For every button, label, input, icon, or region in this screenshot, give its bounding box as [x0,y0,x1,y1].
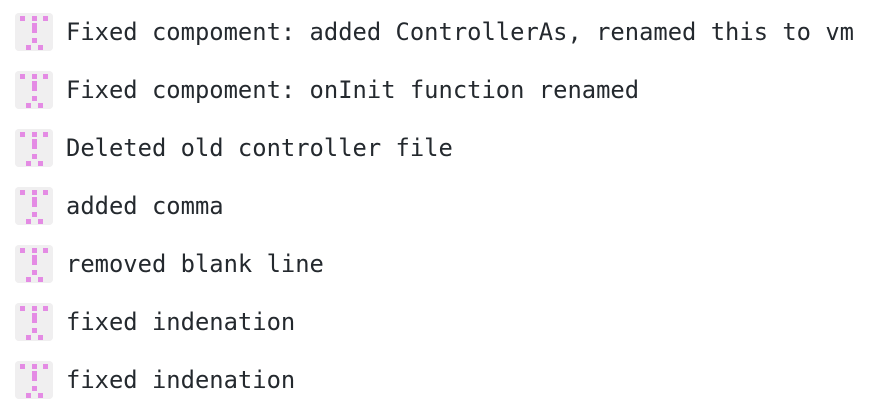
identicon-avatar[interactable] [15,187,53,225]
identicon-icon [15,13,53,51]
commit-row: Fixed compoment: onInit function renamed [0,58,886,116]
commit-message[interactable]: added comma [66,192,224,220]
commit-row: Deleted old controller file [0,116,886,174]
identicon-avatar[interactable] [15,361,53,399]
identicon-icon [15,187,53,225]
commit-row: fixed indenation [0,348,886,406]
identicon-avatar[interactable] [15,71,53,109]
identicon-icon [15,129,53,167]
commit-row: removed blank line [0,232,886,290]
commit-message[interactable]: Fixed compoment: added ControllerAs, ren… [66,18,854,46]
commit-row: fixed indenation [0,290,886,348]
commit-row: Fixed compoment: added ControllerAs, ren… [0,0,886,58]
commit-message[interactable]: fixed indenation [66,366,296,394]
commit-message[interactable]: fixed indenation [66,308,296,336]
commit-row: added comma [0,174,886,232]
identicon-icon [15,303,53,341]
commit-message[interactable]: Deleted old controller file [66,134,453,162]
identicon-icon [15,245,53,283]
identicon-icon [15,71,53,109]
identicon-avatar[interactable] [15,129,53,167]
identicon-avatar[interactable] [15,303,53,341]
commit-message[interactable]: removed blank line [66,250,324,278]
identicon-avatar[interactable] [15,13,53,51]
identicon-avatar[interactable] [15,245,53,283]
identicon-icon [15,361,53,399]
commit-message[interactable]: Fixed compoment: onInit function renamed [66,76,640,104]
